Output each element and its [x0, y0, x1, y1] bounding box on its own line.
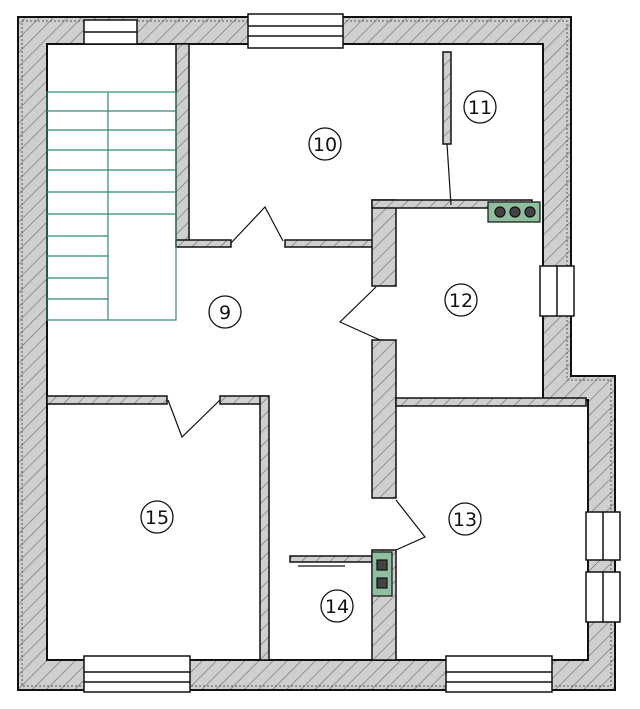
exterior-wall-outline	[21, 20, 612, 687]
wall-room12-west-upper	[371, 199, 397, 287]
window-north-center	[247, 13, 344, 49]
door-room15	[167, 399, 221, 439]
fixtures	[371, 201, 541, 597]
exterior-wall	[17, 16, 616, 691]
svg-text:13: 13	[453, 509, 477, 531]
interior-walls	[46, 43, 587, 661]
wall-room10-south-b	[284, 239, 376, 248]
wall-room10-west	[175, 43, 190, 247]
wall-room13-north	[395, 397, 587, 407]
window-south-left	[83, 655, 191, 693]
wall-room15-north-a	[46, 395, 168, 405]
window-south-right	[445, 655, 553, 693]
room-13-label: 13	[448, 502, 482, 536]
room-9-label: 9	[208, 295, 242, 329]
wall-room11-partition	[442, 51, 452, 145]
room-12-label: 12	[444, 283, 478, 317]
svg-text:12: 12	[449, 290, 473, 312]
door-room10	[230, 205, 284, 244]
svg-text:10: 10	[313, 134, 337, 156]
door-room12	[338, 286, 381, 341]
svg-text:11: 11	[468, 97, 492, 119]
wall-room14-north	[289, 555, 373, 563]
windows	[83, 13, 621, 693]
door-room11	[446, 143, 452, 206]
wall-room15-east	[259, 395, 270, 661]
room-labels: 9 10 11 12 13 14 15	[140, 90, 497, 623]
doors	[167, 143, 452, 567]
room-11-label: 11	[463, 90, 497, 124]
duct-block-room14	[371, 551, 393, 597]
svg-text:15: 15	[145, 507, 169, 529]
door-room13	[395, 499, 426, 551]
wall-room10-south-a	[175, 239, 232, 248]
svg-text:9: 9	[219, 302, 231, 324]
room-10-label: 10	[308, 127, 342, 161]
room-15-label: 15	[140, 500, 174, 534]
room-14-label: 14	[320, 589, 354, 623]
svg-text:14: 14	[325, 596, 349, 618]
staircase	[46, 91, 177, 321]
wall-room12-west-lower	[371, 339, 397, 499]
